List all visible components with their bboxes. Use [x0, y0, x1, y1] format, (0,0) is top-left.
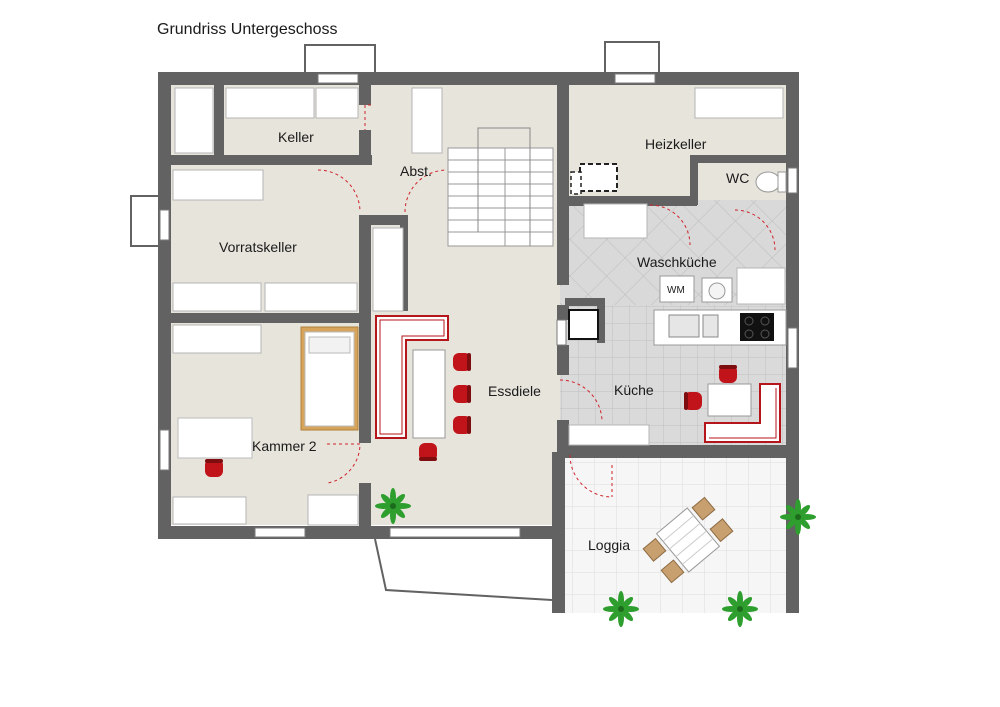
shelves [172, 87, 786, 526]
room-label-kueche: Küche [614, 382, 654, 398]
fridge [568, 309, 599, 340]
room-label-keller: Keller [278, 129, 314, 145]
staircase [447, 127, 554, 247]
room-label-essdiele: Essdiele [488, 383, 541, 399]
desk [177, 417, 253, 477]
room-label-kammer2: Kammer 2 [252, 438, 317, 454]
washing-machine-label: WM [667, 285, 685, 296]
windows [159, 73, 798, 538]
plan-title: Grundriss Untergeschoss [157, 21, 338, 38]
bed [300, 326, 359, 431]
room-label-vorratskeller: Vorratskeller [219, 239, 297, 255]
room-label-abstellraum: Abst. [400, 163, 432, 179]
kitchen-dining [684, 365, 781, 443]
kitchen-counter [653, 309, 787, 346]
washing-machine [659, 275, 695, 303]
loggia-table-set [642, 496, 734, 584]
room-label-waschkueche: Waschküche [637, 254, 717, 270]
room-label-heizkeller: Heizkeller [645, 136, 707, 152]
room-label-loggia: Loggia [588, 537, 630, 553]
sink [701, 277, 733, 303]
essdiele-dining [375, 315, 471, 461]
exterior-ramp [374, 538, 553, 601]
boiler [579, 163, 618, 192]
light-wells [130, 41, 660, 247]
toilet [755, 171, 787, 193]
room-label-wc: WC [726, 170, 749, 186]
door-swings [317, 104, 776, 498]
